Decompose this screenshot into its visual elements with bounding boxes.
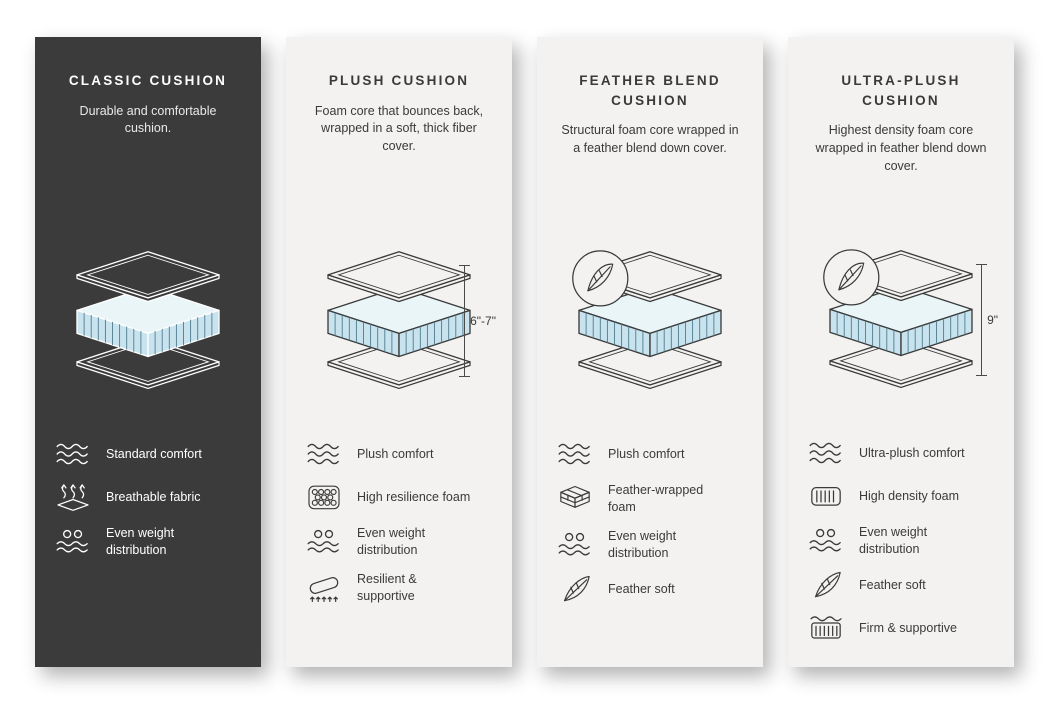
card-description: Foam core that bounces back, wrapped in … xyxy=(314,103,484,154)
layered-cushion-illustration xyxy=(572,250,722,390)
feature-label: Feather soft xyxy=(608,581,675,596)
feature-label: Firm & supportive xyxy=(859,620,957,635)
feather-soft-icon xyxy=(814,571,841,598)
card-description: Durable and comfortable cushion. xyxy=(79,103,217,136)
card-classic-cushion: CLASSIC CUSHION Durable and comfortable … xyxy=(35,37,261,667)
feature-item: Plush comfort xyxy=(555,439,745,469)
card-feather-blend-cushion: FEATHER BLEND CUSHION Structural foam co… xyxy=(537,37,763,667)
resilient-support-icon xyxy=(308,575,340,602)
comfort-waves-icon xyxy=(558,443,590,465)
feature-item: Even weight distribution xyxy=(304,525,494,558)
feature-label: Plush comfort xyxy=(357,446,434,461)
feature-list: Plush comfort High resilience foam Even … xyxy=(302,439,496,604)
measurement-line xyxy=(459,265,471,377)
feature-label: Even weight distribution xyxy=(859,525,928,556)
feature-label: Even weight distribution xyxy=(608,529,677,560)
firm-support-icon xyxy=(810,616,842,639)
feature-item: High resilience foam xyxy=(304,482,494,512)
measurement-label: 9" xyxy=(987,313,998,328)
feature-label: Ultra-plush comfort xyxy=(859,445,965,460)
card-header: CLASSIC CUSHION Durable and comfortable … xyxy=(51,71,245,213)
breathable-fabric-icon xyxy=(57,484,89,511)
feature-label: Breathable fabric xyxy=(106,489,201,504)
card-header: FEATHER BLEND CUSHION Structural foam co… xyxy=(553,71,747,213)
feather-soft-icon xyxy=(563,575,590,602)
comfort-waves-icon xyxy=(56,443,88,465)
feature-label: Plush comfort xyxy=(608,446,685,461)
measurement-line xyxy=(976,264,988,377)
feature-item: High density foam xyxy=(806,481,996,511)
feature-label: Feather-wrapped foam xyxy=(608,483,704,514)
feature-list: Ultra-plush comfort High density foam Ev… xyxy=(804,438,998,643)
feature-item: Standard comfort xyxy=(53,439,243,469)
feature-label: Feather soft xyxy=(859,577,926,592)
feature-list: Plush comfort Feather-wrapped foam Even … xyxy=(553,439,747,604)
feature-item: Firm & supportive xyxy=(806,613,996,643)
feature-item: Breathable fabric xyxy=(53,482,243,512)
feature-item: Feather soft xyxy=(555,574,745,604)
feature-label: High density foam xyxy=(859,488,960,503)
feature-label: Even weight distribution xyxy=(357,526,426,557)
even-weight-icon xyxy=(307,529,339,552)
cushion-diagram xyxy=(553,213,747,429)
feature-item: Feather-wrapped foam xyxy=(555,482,745,515)
card-description: Highest density foam core wrapped in fea… xyxy=(815,123,987,173)
even-weight-icon xyxy=(56,529,88,552)
feature-label: Resilient & supportive xyxy=(357,572,417,603)
feather-badge-icon xyxy=(572,250,629,307)
feather-wrapped-foam-icon xyxy=(560,485,590,508)
card-header: ULTRA-PLUSH CUSHION Highest density foam… xyxy=(804,71,998,213)
layered-cushion-illustration xyxy=(823,249,973,389)
cushion-diagram: 6"-7" xyxy=(302,213,496,429)
comfort-waves-icon xyxy=(809,442,841,464)
feature-item: Even weight distribution xyxy=(53,525,243,558)
feature-list: Standard comfort Breathable fabric Even … xyxy=(51,439,245,558)
layered-cushion-illustration xyxy=(327,251,471,390)
feature-item: Ultra-plush comfort xyxy=(806,438,996,468)
card-description: Structural foam core wrapped in a feathe… xyxy=(561,123,739,155)
resilience-foam-icon xyxy=(308,485,340,510)
feather-badge-icon xyxy=(823,249,880,306)
cushion-diagram xyxy=(51,213,245,429)
card-header: PLUSH CUSHION Foam core that bounces bac… xyxy=(302,71,496,213)
feature-item: Even weight distribution xyxy=(555,528,745,561)
feature-item: Plush comfort xyxy=(304,439,494,469)
card-plush-cushion: PLUSH CUSHION Foam core that bounces bac… xyxy=(286,37,512,667)
height-measurement: 6"-7" xyxy=(459,265,496,377)
layered-cushion-illustration xyxy=(76,251,220,390)
card-title: CLASSIC CUSHION xyxy=(68,73,228,88)
even-weight-icon xyxy=(809,528,841,551)
card-title: ULTRA-PLUSH CUSHION xyxy=(841,73,961,108)
feature-label: High resilience foam xyxy=(357,489,471,504)
height-measurement: 9" xyxy=(976,264,998,377)
feature-item: Even weight distribution xyxy=(806,524,996,557)
card-title: PLUSH CUSHION xyxy=(328,73,470,88)
comfort-waves-icon xyxy=(307,443,339,465)
feature-item: Feather soft xyxy=(806,570,996,600)
feature-label: Even weight distribution xyxy=(106,526,175,557)
card-title: FEATHER BLEND CUSHION xyxy=(579,73,721,108)
measurement-label: 6"-7" xyxy=(470,314,496,328)
feature-item: Resilient & supportive xyxy=(304,571,494,604)
even-weight-icon xyxy=(558,532,590,555)
feature-label: Standard comfort xyxy=(106,446,202,461)
card-ultra-plush-cushion: ULTRA-PLUSH CUSHION Highest density foam… xyxy=(788,37,1014,667)
cushion-diagram: 9" xyxy=(804,213,998,428)
high-density-foam-icon xyxy=(811,487,841,506)
